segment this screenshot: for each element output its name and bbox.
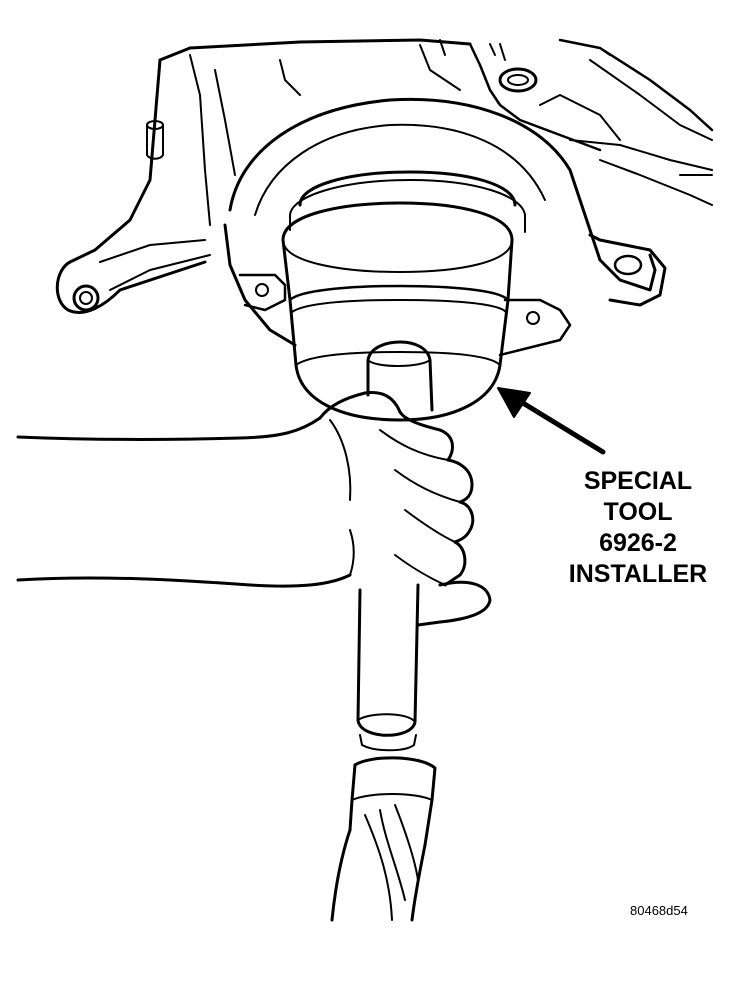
rear-seal — [289, 170, 526, 233]
driver-handle — [356, 340, 434, 752]
callout-arrow — [497, 387, 606, 455]
hand — [16, 390, 492, 627]
callout-line-1: SPECIAL — [583, 467, 693, 495]
mounting-bolt-left — [72, 284, 100, 312]
callout-line-4: INSTALLER — [568, 560, 708, 588]
callout-line-3: 6926-2 — [599, 529, 677, 557]
arrowhead — [497, 387, 531, 418]
installer-tool-cup — [281, 201, 514, 422]
mallet — [330, 756, 437, 922]
transmission-housing — [55, 38, 714, 357]
figure-id: 80468d54 — [630, 903, 688, 918]
callout-label: SPECIAL TOOL 6926-2 INSTALLER — [548, 466, 728, 590]
callout-line-2: TOOL — [603, 498, 673, 526]
